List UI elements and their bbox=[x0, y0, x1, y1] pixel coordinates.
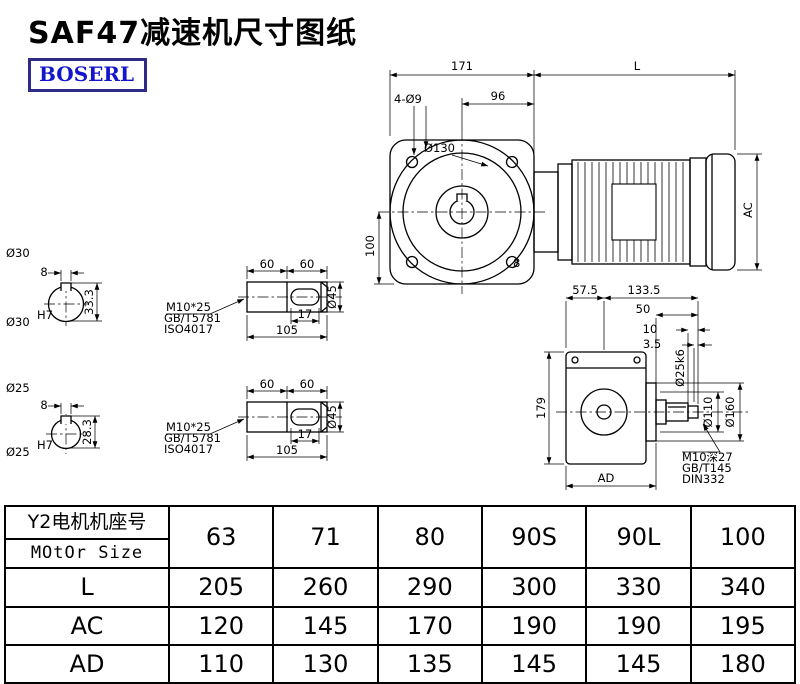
dim-96: 96 bbox=[491, 89, 506, 103]
detail1-std1: GB/T5781 bbox=[164, 311, 221, 325]
dim-shaft-dia: Ø25k6 bbox=[673, 349, 687, 387]
detail2-seg-a: 60 bbox=[260, 377, 275, 391]
technical-drawing: 171 L 4-Ø9 96 Ø130 100 AC 8 Ø30 8 33.3 bbox=[6, 59, 762, 490]
row-label-L: L bbox=[4, 567, 170, 608]
motor-size-header-en: MOtOr Size bbox=[30, 543, 144, 564]
detail1-length: 105 bbox=[276, 323, 298, 337]
shaft25-key-width: 8 bbox=[40, 398, 47, 412]
dim-3-5: 3.5 bbox=[643, 337, 661, 351]
brand-label: BOSERL bbox=[39, 62, 135, 86]
motor-size-90L: 90L bbox=[585, 504, 692, 570]
shaft30-dia-label: Ø30 bbox=[6, 246, 30, 260]
motor-size-71: 71 bbox=[272, 504, 379, 570]
detail2-key-len: 17 bbox=[298, 427, 313, 441]
row-label-AC: AC bbox=[4, 605, 170, 646]
dim-179: 179 bbox=[534, 397, 548, 419]
AC-value-1: 145 bbox=[272, 605, 379, 646]
dim-flange-dia: Ø130 bbox=[424, 141, 455, 155]
motor-size-header-cn: Y2电机机座号 bbox=[6, 507, 168, 541]
dim-AC: AC bbox=[741, 202, 755, 218]
shaft-detail-view-2: 60 60 17 105 Ø45 M10*25 GB/T5781 ISO401 bbox=[164, 377, 344, 461]
dim-d110: Ø110 bbox=[701, 396, 715, 427]
detail1-dia: Ø45 bbox=[325, 285, 339, 309]
detail2-std2: ISO4017 bbox=[164, 442, 213, 456]
motor-size-63: 63 bbox=[167, 504, 275, 570]
shaft-end-view-25: Ø25 8 28.3 Ø25 H7 bbox=[6, 381, 100, 459]
AD-value-0: 110 bbox=[167, 643, 275, 684]
dim-AD: AD bbox=[598, 471, 615, 485]
AC-value-4: 190 bbox=[585, 605, 692, 646]
dim-L: L bbox=[634, 59, 641, 73]
L-value-3: 300 bbox=[480, 567, 588, 608]
shaft30-key-depth: 33.3 bbox=[82, 289, 96, 315]
dim-100: 100 bbox=[363, 235, 377, 257]
detail1-seg-b: 60 bbox=[300, 257, 315, 271]
L-value-1: 260 bbox=[272, 567, 379, 608]
side-std2: DIN332 bbox=[682, 472, 725, 486]
table-header-row: Y2电机机座号 MOtOr Size 63 71 80 90S 90L 100 bbox=[4, 504, 797, 570]
detail2-seg-b: 60 bbox=[300, 377, 315, 391]
L-value-0: 205 bbox=[167, 567, 275, 608]
detail1-thread: M10*25 bbox=[166, 300, 211, 314]
page-title: SAF47减速机尺寸图纸 bbox=[28, 16, 358, 51]
table-row-AD: AD 110 130 135 145 145 180 bbox=[4, 643, 797, 684]
dim-133-5: 133.5 bbox=[628, 283, 661, 297]
shaft25-key-depth: 28.3 bbox=[80, 419, 94, 445]
AD-value-5: 180 bbox=[689, 643, 797, 684]
shaft30-fit-label: Ø30 bbox=[6, 315, 30, 329]
shaft-detail-view-1: 60 60 17 105 Ø45 M10*25 GB/T5781 ISO401 bbox=[164, 257, 344, 341]
detail2-dia: Ø45 bbox=[325, 405, 339, 429]
brand-logo: BOSERL bbox=[28, 58, 148, 92]
shaft30-fit-sup: H7 bbox=[37, 308, 53, 322]
dim-57-5: 57.5 bbox=[572, 283, 598, 297]
row-label-AD: AD bbox=[4, 643, 170, 684]
dim-10: 10 bbox=[643, 322, 658, 336]
shaft25-fit-sup: H7 bbox=[37, 438, 53, 452]
dimension-table: Y2电机机座号 MOtOr Size 63 71 80 90S 90L 100 … bbox=[4, 504, 797, 684]
AC-value-5: 195 bbox=[689, 605, 797, 646]
shaft25-dia-label: Ø25 bbox=[6, 381, 30, 395]
dim-bolt-holes: 4-Ø9 bbox=[394, 92, 422, 106]
AC-value-0: 120 bbox=[167, 605, 275, 646]
detail2-thread: M10*25 bbox=[166, 420, 211, 434]
dim-8-front: 8 bbox=[513, 256, 520, 270]
shaft25-fit-label: Ø25 bbox=[6, 445, 30, 459]
detail1-key-len: 17 bbox=[298, 307, 313, 321]
AD-value-2: 135 bbox=[376, 643, 483, 684]
motor-size-80: 80 bbox=[376, 504, 483, 570]
side-std1: GB/T145 bbox=[682, 461, 732, 475]
detail2-std1: GB/T5781 bbox=[164, 431, 221, 445]
detail1-std2: ISO4017 bbox=[164, 322, 213, 336]
AD-value-3: 145 bbox=[480, 643, 588, 684]
dim-d160: Ø160 bbox=[723, 396, 737, 427]
dim-50: 50 bbox=[636, 302, 651, 316]
detail1-seg-a: 60 bbox=[260, 257, 275, 271]
motor-size-100: 100 bbox=[689, 504, 797, 570]
front-view: 171 L 4-Ø9 96 Ø130 100 AC 8 bbox=[363, 59, 762, 294]
L-value-2: 290 bbox=[376, 567, 483, 608]
table-row-AC: AC 120 145 170 190 190 195 bbox=[4, 605, 797, 646]
AC-value-2: 170 bbox=[376, 605, 483, 646]
motor-size-header-cell: Y2电机机座号 MOtOr Size bbox=[4, 504, 170, 570]
AD-value-4: 145 bbox=[585, 643, 692, 684]
AD-value-1: 130 bbox=[272, 643, 379, 684]
side-view: 57.5 133.5 50 10 3.5 Ø25k6 179 Ø110 bbox=[534, 283, 748, 490]
shaft-end-view-30: Ø30 8 33.3 Ø30 H7 bbox=[6, 246, 102, 329]
side-thread: M10深27 bbox=[682, 450, 733, 464]
dim-171: 171 bbox=[451, 59, 473, 73]
L-value-4: 330 bbox=[585, 567, 692, 608]
motor-size-90S: 90S bbox=[480, 504, 588, 570]
detail2-length: 105 bbox=[276, 443, 298, 457]
AC-value-3: 190 bbox=[480, 605, 588, 646]
L-value-5: 340 bbox=[689, 567, 797, 608]
table-row-L: L 205 260 290 300 330 340 bbox=[4, 567, 797, 608]
shaft30-key-width: 8 bbox=[40, 265, 47, 279]
